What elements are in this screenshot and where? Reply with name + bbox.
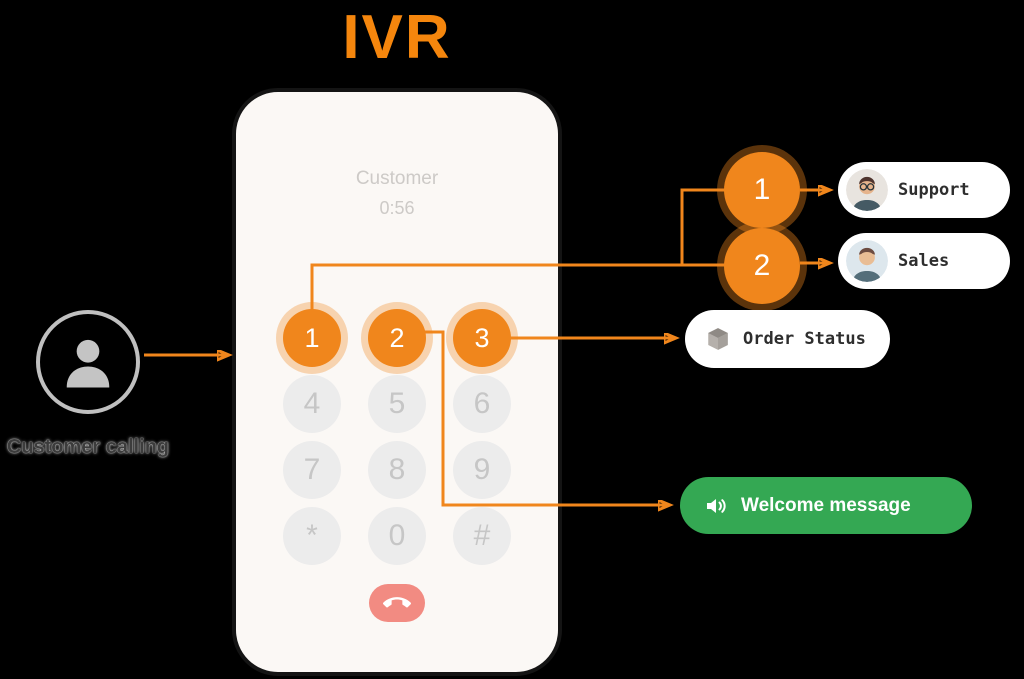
call-timer: 0:56 — [379, 198, 415, 218]
caller-name: Customer — [355, 168, 439, 189]
hangup-icon — [383, 589, 411, 617]
dialpad-key-8: 8 — [368, 441, 426, 499]
hangup-button — [369, 584, 425, 622]
dialpad-key-hash: # — [453, 507, 511, 565]
support-node: Support — [838, 162, 1010, 218]
diagram-title: IVR — [342, 3, 452, 72]
dialpad-key-7: 7 — [283, 441, 341, 499]
package-icon — [705, 326, 731, 352]
sales-node: Sales — [838, 233, 1010, 289]
order-status-node: Order Status — [685, 310, 890, 368]
welcome-message-node: Welcome message — [680, 477, 972, 534]
support-label: Support — [898, 180, 970, 200]
dialpad: 1 2 3 4 5 6 7 8 9 * 0 # — [283, 309, 511, 565]
branch-2-badge: 2 — [724, 228, 800, 304]
dialpad-key-4: 4 — [283, 375, 341, 433]
branch-2-number: 2 — [753, 249, 771, 282]
dialpad-key-2: 2 — [368, 309, 426, 367]
dialpad-key-6: 6 — [453, 375, 511, 433]
sales-avatar-icon — [846, 240, 888, 282]
person-icon — [36, 310, 140, 414]
dialpad-key-9: 9 — [453, 441, 511, 499]
order-status-label: Order Status — [743, 329, 866, 349]
branch-1-badge: 1 — [724, 152, 800, 228]
branch-1-number: 1 — [753, 173, 771, 206]
customer-caller: Customer calling — [7, 310, 169, 470]
welcome-message-label: Welcome message — [741, 494, 911, 516]
phone-mockup: Customer 0:56 1 2 3 4 5 6 7 8 9 * 0 # — [232, 88, 562, 676]
support-avatar-icon — [846, 169, 888, 211]
dialpad-key-3: 3 — [453, 309, 511, 367]
dialpad-key-1: 1 — [283, 309, 341, 367]
dialpad-key-0: 0 — [368, 507, 426, 565]
caller-label: Customer calling — [6, 436, 170, 458]
sales-label: Sales — [898, 251, 950, 271]
dialpad-key-star: * — [283, 507, 341, 565]
dialpad-key-5: 5 — [368, 375, 426, 433]
speaker-icon — [704, 494, 728, 518]
